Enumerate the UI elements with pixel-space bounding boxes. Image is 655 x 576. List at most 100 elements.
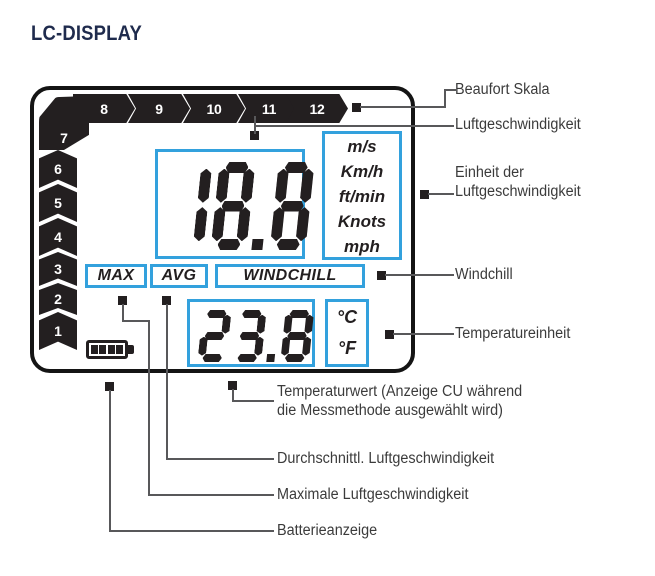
callout-label-beaufort: Beaufort Skala: [455, 81, 550, 98]
segment-c: [236, 207, 251, 241]
unit-ms: m/s: [347, 137, 377, 156]
callout-line-windchill-h: [385, 274, 454, 276]
segment-g: [204, 332, 224, 340]
mode-max: MAX: [85, 264, 147, 288]
beaufort-top-label-8: 8: [100, 100, 108, 117]
callout-label-wind-unit: Einheit der Luftgeschwindigkeit: [455, 164, 581, 200]
callout-line-wind-unit-h: [428, 193, 454, 195]
callout-line-battery-v: [109, 390, 111, 532]
unit-mph: mph: [344, 237, 380, 256]
beaufort-top-label-12: 12: [309, 100, 325, 117]
seven-segment-digit: [197, 310, 231, 362]
battery-bar: [116, 345, 123, 354]
callout-label-max: Maximale Luftgeschwindigkeit: [277, 486, 469, 503]
callout-marker-beaufort: [352, 103, 361, 112]
callout-label-windchill: Windchill: [455, 266, 513, 283]
callout-line-temp-unit-h: [393, 333, 454, 335]
beaufort-top-label-10: 10: [206, 100, 222, 117]
callout-marker-windchill: [377, 271, 386, 280]
callout-marker-avg: [162, 296, 171, 305]
beaufort-top-9: 9: [128, 94, 190, 123]
callout-marker-wind-unit: [420, 190, 429, 199]
callout-line-avg-v: [166, 304, 168, 460]
segment-e: [280, 337, 290, 356]
segment-g: [221, 201, 245, 212]
callout-line-wind-speed-h: [254, 125, 454, 127]
battery-bar: [91, 345, 98, 354]
segment-b: [240, 169, 255, 203]
segment-f: [275, 169, 290, 203]
beaufort-left-label-1: 1: [54, 323, 62, 339]
beaufort-left-label-2: 2: [54, 291, 62, 307]
callout-label-wind-speed: Luftgeschwindigkeit: [455, 116, 581, 133]
wind-speed-value: [167, 162, 314, 250]
callout-line-beaufort-h2: [444, 89, 456, 91]
beaufort-left-6: 6: [39, 150, 77, 188]
segment-d: [285, 354, 305, 362]
segment-a: [289, 310, 309, 318]
beaufort-top-12: 12: [286, 94, 348, 123]
unit-fahrenheit: °F: [337, 338, 357, 358]
segment-a: [225, 162, 249, 173]
battery-body: [86, 340, 128, 359]
beaufort-left-label-5: 5: [54, 195, 62, 211]
segment-g: [239, 332, 259, 340]
segment-a: [284, 162, 308, 173]
callout-marker-temp-unit: [385, 330, 394, 339]
segment-c: [193, 207, 208, 241]
callout-line-max-v2: [148, 320, 150, 496]
beaufort-left-label-7: 7: [60, 130, 68, 146]
segment-e: [198, 337, 208, 356]
battery-icon: [86, 340, 134, 359]
wind-speed-unit-list: m/s Km/h ft/min Knots mph: [322, 131, 402, 260]
callout-line-temp-value-v: [232, 389, 234, 401]
unit-ftmin: ft/min: [338, 187, 386, 206]
mode-avg: AVG: [150, 264, 208, 288]
decimal-point: [265, 354, 275, 362]
callout-line-temp-value-h: [232, 400, 274, 402]
temperature-display: [187, 299, 315, 367]
callout-line-max-h1: [122, 320, 150, 322]
callout-marker-max: [118, 296, 127, 305]
callout-line-max-v1: [122, 304, 124, 321]
temperature-unit-box: °C °F: [325, 299, 369, 367]
segment-d: [237, 354, 257, 362]
segment-d: [202, 354, 222, 362]
callout-label-temp-value: Temperaturwert (Anzeige CU während die M…: [277, 383, 523, 419]
seven-segment-digit: [280, 310, 314, 362]
callout-marker-wind-speed: [250, 131, 259, 140]
callout-label-temp-unit: Temperatureinheit: [455, 325, 571, 342]
unit-kmh: Km/h: [340, 162, 384, 181]
segment-d: [217, 239, 241, 250]
segment-e: [271, 207, 286, 241]
callout-label-avg: Durchschnittl. Luftgeschwindigkeit: [277, 450, 495, 467]
beaufort-top-label-11: 11: [261, 100, 277, 117]
segment-e: [211, 207, 226, 241]
callout-marker-temp-value: [228, 381, 237, 390]
beaufort-left-label-3: 3: [54, 261, 62, 277]
battery-bar: [99, 345, 107, 354]
callout-line-beaufort-v: [444, 90, 446, 108]
callout-marker-battery: [105, 382, 114, 391]
segment-f: [215, 169, 230, 203]
segment-a: [242, 310, 262, 318]
unit-knots: Knots: [337, 212, 387, 231]
segment-f: [283, 315, 293, 334]
callout-label-battery: Batterieanzeige: [277, 522, 378, 539]
segment-d: [276, 239, 300, 250]
wind-speed-display: [155, 149, 305, 259]
callout-line-battery-h: [109, 530, 274, 532]
seven-segment-digit: [232, 310, 266, 362]
decimal-point: [251, 239, 264, 250]
beaufort-left-label-6: 6: [54, 161, 62, 177]
beaufort-top-8: 8: [73, 94, 135, 123]
battery-terminal: [128, 345, 134, 354]
callout-line-avg-h: [166, 458, 274, 460]
battery-bar: [107, 345, 115, 354]
segment-g: [287, 332, 307, 340]
segment-b: [197, 169, 212, 203]
temperature-value: [197, 310, 314, 362]
callout-line-max-h2: [148, 494, 274, 496]
segment-g: [280, 201, 304, 212]
